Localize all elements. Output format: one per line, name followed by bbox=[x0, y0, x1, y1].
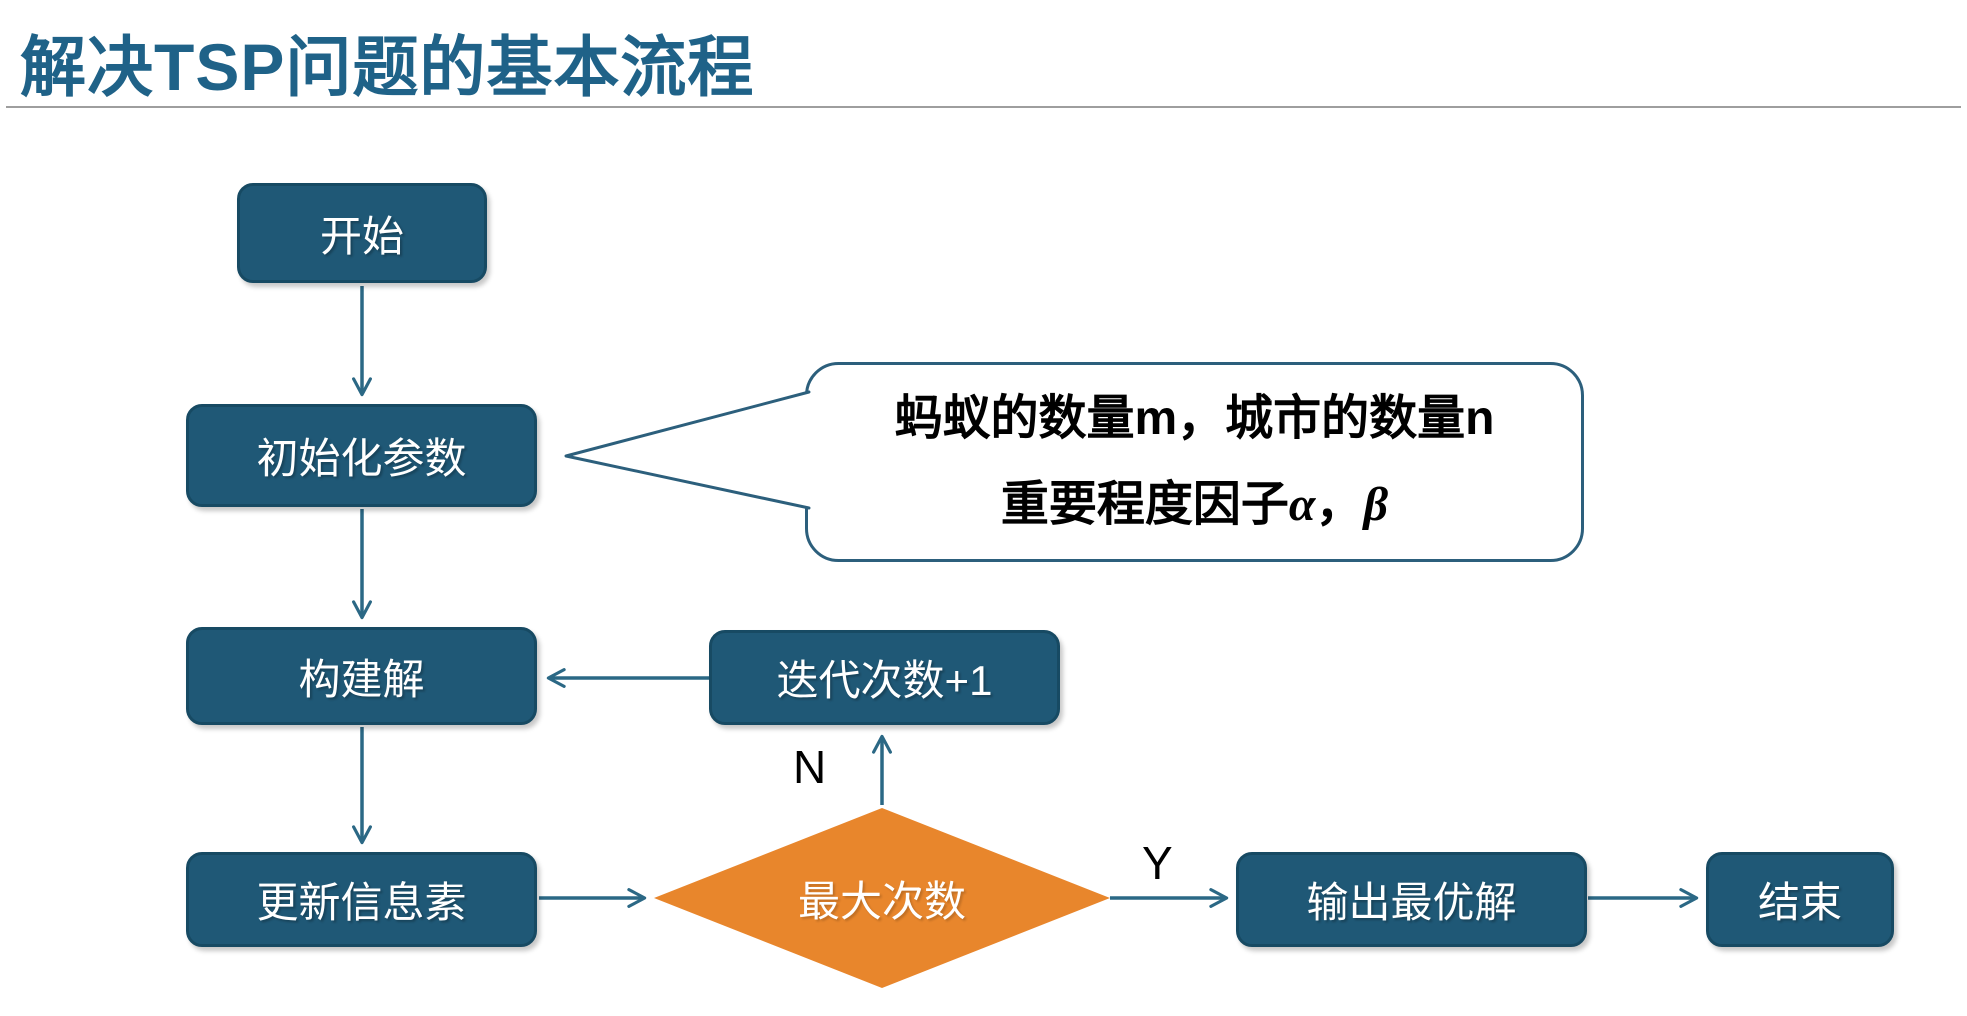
title-underline bbox=[6, 106, 1961, 108]
node-construct-solution: 构建解 bbox=[186, 627, 537, 725]
node-iteration-plus-one: 迭代次数+1 bbox=[709, 630, 1060, 725]
node-construct-label: 构建解 bbox=[298, 655, 425, 703]
callout-line-1: 蚂蚁的数量m，城市的数量n bbox=[894, 392, 1495, 445]
callout-parameters-note: 蚂蚁的数量m，城市的数量n 重要程度因子α，β bbox=[806, 362, 1583, 562]
node-start: 开始 bbox=[237, 183, 487, 283]
edge-label-no: N bbox=[793, 741, 827, 793]
node-update-pheromone: 更新信息素 bbox=[186, 852, 537, 947]
node-end-label: 结束 bbox=[1757, 879, 1842, 926]
node-update-label: 更新信息素 bbox=[256, 879, 467, 926]
node-iterate-label: 迭代次数+1 bbox=[776, 657, 993, 704]
callout-tail bbox=[564, 390, 811, 510]
node-initialize-parameters: 初始化参数 bbox=[186, 404, 537, 507]
page-title: 解决TSP问题的基本流程 bbox=[20, 30, 755, 104]
decision-label: 最大次数 bbox=[797, 877, 966, 925]
node-output-best-solution: 输出最优解 bbox=[1236, 852, 1587, 947]
alpha-symbol: α bbox=[1288, 478, 1316, 531]
callout-line-2: 重要程度因子α，β bbox=[1001, 462, 1388, 548]
callout-line-2-comma: ， bbox=[1315, 478, 1364, 531]
decision-diamond bbox=[654, 808, 1110, 988]
node-end: 结束 bbox=[1706, 852, 1894, 947]
callout-line-2-prefix: 重要程度因子 bbox=[1000, 478, 1289, 531]
node-init-label: 初始化参数 bbox=[256, 435, 467, 482]
node-start-label: 开始 bbox=[319, 212, 404, 260]
beta-symbol: β bbox=[1363, 478, 1389, 531]
decision-max-iterations: 最大次数 bbox=[654, 808, 1110, 988]
edge-label-yes: Y bbox=[1142, 837, 1173, 889]
node-output-label: 输出最优解 bbox=[1306, 879, 1517, 926]
